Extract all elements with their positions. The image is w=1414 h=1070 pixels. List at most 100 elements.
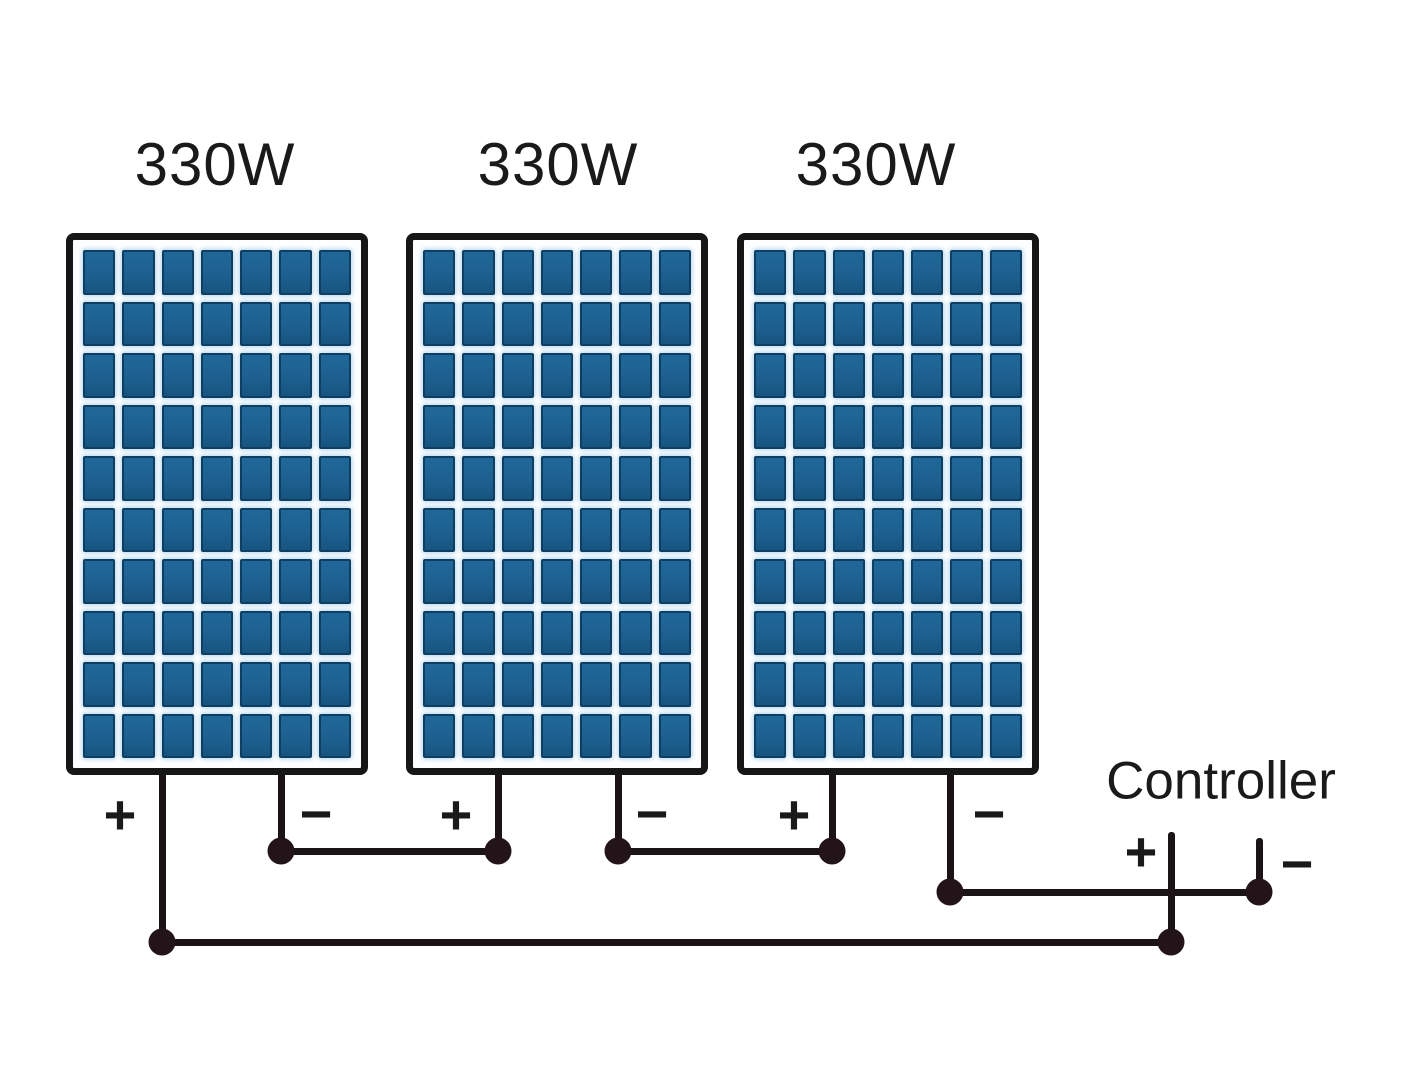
solar-cell: [423, 404, 456, 449]
solar-cell: [83, 301, 116, 346]
wire-panel-1-negative: [277, 768, 285, 854]
solar-cell: [580, 507, 613, 552]
solar-cell: [462, 507, 495, 552]
solar-cell: [83, 662, 116, 707]
solar-cell: [161, 713, 194, 758]
solar-cell: [832, 507, 865, 552]
solar-cell: [658, 662, 691, 707]
solar-cell: [832, 250, 865, 295]
solar-cell: [950, 301, 983, 346]
solar-cell: [462, 301, 495, 346]
panel-2-negative-sign: −: [635, 782, 669, 845]
solar-cell: [832, 713, 865, 758]
junction-dot: [1157, 928, 1185, 956]
solar-cell: [423, 559, 456, 604]
solar-cell: [122, 662, 155, 707]
solar-cell: [501, 713, 534, 758]
panel-2-wattage-label: 330W: [477, 131, 639, 198]
solar-cell: [950, 456, 983, 501]
solar-cell: [318, 713, 351, 758]
solar-cell: [989, 250, 1022, 295]
solar-cell: [989, 559, 1022, 604]
solar-cell: [871, 507, 905, 552]
solar-cell: [200, 610, 234, 655]
solar-cell: [240, 559, 273, 604]
solar-cell: [318, 507, 351, 552]
solar-cell: [871, 662, 905, 707]
panel-1-negative-sign: −: [299, 782, 333, 845]
solar-cell: [161, 250, 194, 295]
panel-3-wattage-label: 330W: [795, 131, 957, 198]
solar-cell: [122, 507, 155, 552]
panel-1-wattage-label: 330W: [134, 131, 296, 198]
solar-cell: [318, 559, 351, 604]
solar-cell: [619, 456, 652, 501]
solar-cell: [318, 250, 351, 295]
solar-cell: [619, 507, 652, 552]
solar-cell: [279, 507, 312, 552]
solar-cell: [122, 353, 155, 398]
solar-cell: [161, 456, 194, 501]
solar-cell: [318, 456, 351, 501]
solar-cell: [580, 610, 613, 655]
wire-panel-3-positive: [828, 768, 836, 854]
solar-cell: [754, 250, 787, 295]
solar-cell-grid: [754, 250, 1022, 758]
solar-cell: [658, 353, 691, 398]
solar-cell: [200, 559, 234, 604]
solar-cell: [580, 404, 613, 449]
solar-cell: [754, 559, 787, 604]
solar-cell: [871, 456, 905, 501]
solar-cell: [950, 250, 983, 295]
solar-cell: [240, 662, 273, 707]
wire-p2neg-to-p3pos: [615, 847, 835, 855]
solar-cell: [580, 713, 613, 758]
solar-cell: [950, 404, 983, 449]
wire-panel-1-positive: [158, 768, 166, 945]
solar-cell: [793, 456, 826, 501]
solar-cell: [989, 610, 1022, 655]
junction-dot: [818, 837, 846, 865]
solar-cell: [871, 250, 905, 295]
solar-cell: [200, 404, 234, 449]
solar-cell: [580, 250, 613, 295]
solar-cell: [619, 250, 652, 295]
solar-cell: [200, 301, 234, 346]
solar-cell: [580, 301, 613, 346]
solar-cell: [161, 610, 194, 655]
solar-cell: [832, 353, 865, 398]
solar-cell: [318, 353, 351, 398]
wire-panel-2-positive: [494, 768, 502, 854]
solar-cell: [619, 301, 652, 346]
solar-cell: [240, 507, 273, 552]
solar-cell: [989, 353, 1022, 398]
solar-cell: [423, 507, 456, 552]
solar-cell: [989, 301, 1022, 346]
solar-cell: [658, 301, 691, 346]
panel-2-positive-sign: +: [439, 783, 473, 846]
solar-cell: [754, 353, 787, 398]
solar-cell: [871, 353, 905, 398]
panel-3-negative-sign: −: [972, 782, 1006, 845]
solar-cell: [793, 559, 826, 604]
solar-cell: [279, 713, 312, 758]
wire-p1pos-to-controller-pos: [159, 938, 1174, 946]
solar-cell: [911, 301, 944, 346]
junction-dot: [1245, 878, 1273, 906]
solar-cell: [462, 610, 495, 655]
junction-dot: [484, 837, 512, 865]
solar-cell: [462, 250, 495, 295]
wire-p1neg-to-p2pos: [278, 847, 501, 855]
solar-cell: [122, 404, 155, 449]
solar-cell: [871, 713, 905, 758]
solar-cell: [318, 404, 351, 449]
solar-cell: [793, 250, 826, 295]
solar-cell: [950, 353, 983, 398]
solar-cell: [501, 353, 534, 398]
solar-cell: [658, 404, 691, 449]
solar-cell: [832, 404, 865, 449]
solar-cell: [832, 301, 865, 346]
solar-cell: [501, 301, 534, 346]
solar-cell: [462, 662, 495, 707]
solar-cell: [580, 559, 613, 604]
